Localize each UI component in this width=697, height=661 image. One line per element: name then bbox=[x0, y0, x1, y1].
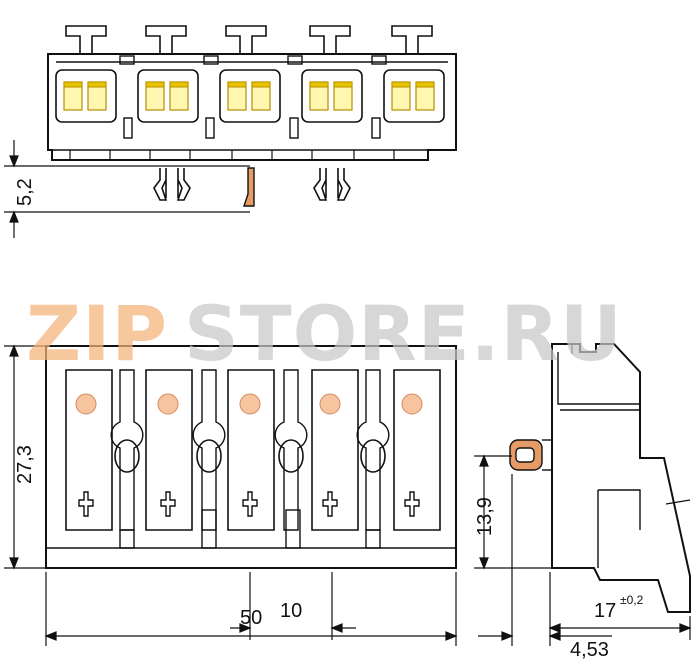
front-view bbox=[45, 345, 457, 569]
dim-pin-offset bbox=[478, 474, 612, 646]
label-depth-tolerance: ±0,2 bbox=[620, 593, 644, 607]
top-view-modules bbox=[55, 69, 445, 123]
top-view-housing bbox=[47, 53, 457, 161]
dim-height-offset bbox=[4, 140, 250, 238]
wire-entry-openings bbox=[63, 81, 435, 111]
dim-depth bbox=[548, 572, 692, 646]
label-pitch: 10 bbox=[280, 600, 302, 622]
watermark: ZIP STORE.RU bbox=[26, 289, 623, 378]
side-view-housing bbox=[551, 343, 691, 613]
side-pin bbox=[509, 439, 552, 471]
label-height-offset: 5,2 bbox=[14, 178, 36, 206]
label-height-total: 27,3 bbox=[14, 445, 36, 484]
front-view-housing bbox=[45, 345, 457, 569]
solder-pin bbox=[243, 167, 255, 207]
label-width-total: 50 bbox=[240, 607, 262, 629]
side-view bbox=[509, 343, 691, 613]
watermark-store: STORE.RU bbox=[184, 289, 623, 378]
dim-width-total bbox=[44, 572, 458, 646]
dim-pin-height bbox=[474, 454, 552, 570]
watermark-zip: ZIP bbox=[26, 289, 168, 378]
contact-chambers bbox=[65, 369, 441, 531]
contact-indicators bbox=[75, 393, 423, 415]
dim-pitch bbox=[230, 572, 356, 640]
label-depth: 17 bbox=[594, 600, 616, 622]
label-pin-offset: 4,53 bbox=[570, 639, 609, 661]
dim-height-total bbox=[4, 344, 46, 570]
snap-pins bbox=[153, 168, 351, 201]
label-pin-height: 13,9 bbox=[474, 497, 496, 536]
top-view bbox=[47, 25, 457, 207]
top-view-buttons bbox=[65, 25, 433, 55]
